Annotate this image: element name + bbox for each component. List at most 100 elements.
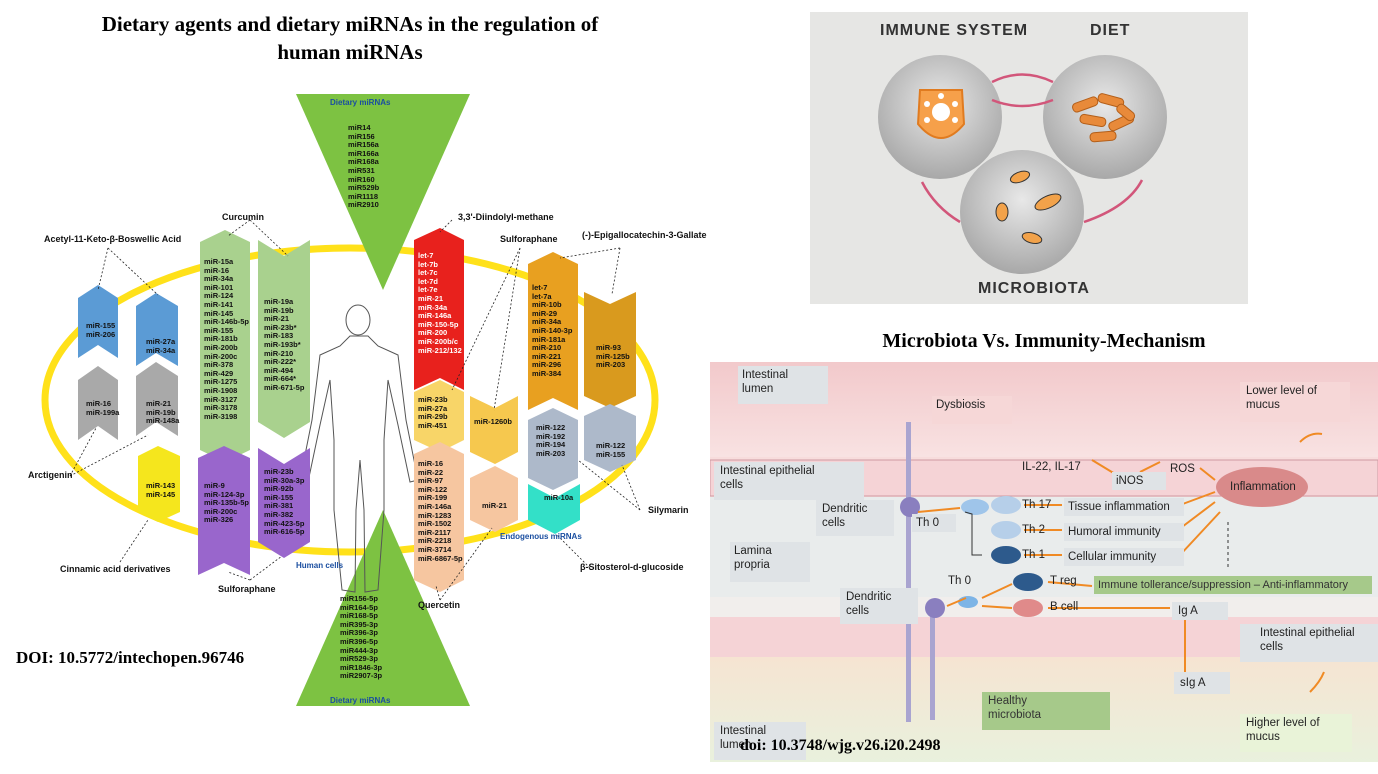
label-epithelial-top: Intestinal epithelial cells [714, 462, 864, 500]
immune-cell-icon [916, 89, 966, 139]
inflammation-cloud [1216, 467, 1308, 507]
label-il: IL-22, IL-17 [1022, 461, 1081, 473]
list-purple1: miR-9 miR-124-3p miR-135b-5p miR-200c mi… [204, 481, 250, 525]
left-title-line2: human miRNAs [277, 40, 423, 64]
blue-arrow-2 [136, 293, 178, 366]
label-intestinal-lumen-bottom: Intestinal lumen [714, 722, 806, 760]
list-blue2: miR-27a miR-34a [146, 337, 176, 355]
purple-arrow-1 [198, 446, 250, 575]
mechanism-title: Microbiota Vs. Immunity-Mechanism [882, 330, 1206, 352]
list-peach: miR-16 miR-22 miR-97 miR-122 miR-199 miR… [418, 459, 463, 563]
label-iga: Ig A [1172, 602, 1228, 620]
th0-cell-1 [961, 499, 989, 515]
list-yellow: miR-143 miR-145 [146, 481, 176, 499]
list-green2: miR-19a miR-19b miR-21 miR-23b* miR-183 … [264, 297, 305, 392]
dietary-mirnas-top-list: miR14 miR156 miR156a miR166a miR168a miR… [348, 123, 380, 210]
label-th0-1: Th 0 [912, 514, 956, 532]
dietary-mirnas-bottom-list: miR156-5p miR164-5p miR168-5p miR395-3p … [340, 594, 383, 681]
label-th1: Th 1 [1022, 549, 1046, 561]
ellipse-ring [41, 244, 659, 556]
slate-arrow-1 [528, 408, 578, 490]
agent-arctigenin: Arctigenin [28, 470, 73, 480]
label-tissue-inflammation: Tissue inflammation [1064, 498, 1184, 516]
microbe-icon [995, 170, 1062, 244]
list-yellow2: miR-1260b [474, 417, 512, 426]
immune-diet-microbiota-panel: IMMUNE SYSTEM DIET MICROBIOTA [810, 12, 1248, 304]
agent-sulforaphane-bottom: Sulforaphane [218, 584, 276, 594]
microbiota-circle [960, 150, 1084, 274]
list-blue1: miR-155 miR-206 [86, 321, 116, 339]
list-orange1: let-7 let-7a miR-10b miR-29 miR-34a miR-… [532, 283, 573, 378]
leader-lines [69, 219, 641, 601]
list-grey2: miR-21 miR-19b miR-148a [146, 399, 180, 426]
peach2-arrow [470, 466, 518, 532]
label-ros: ROS [1170, 463, 1195, 475]
label-higher-mucus: Higher level of mucus [1240, 714, 1352, 752]
label-bcell: B cell [1050, 601, 1079, 613]
label-inflammation: Inflammation [1230, 481, 1296, 493]
orange-arrow-2 [584, 292, 636, 408]
label-microbiota: MICROBIOTA [978, 280, 1090, 297]
th2-cell [991, 521, 1021, 539]
label-dendritic-2: Dendritic cells [840, 588, 918, 624]
treg-cell [1013, 573, 1043, 591]
mirna-diagram [41, 94, 659, 706]
endogenous-mirnas-label: Endogenous miRNAs [500, 532, 582, 541]
yellow-arrow [138, 446, 180, 522]
grey-arrow-1 [78, 366, 118, 440]
list-green1: miR-15a miR-16 miR-34a miR-101 miR-124 m… [204, 257, 250, 421]
purple-arrow-2 [258, 448, 310, 558]
red-arrow [414, 228, 464, 390]
human-cells-label: Human cells [296, 561, 344, 570]
slate-arrow-2 [584, 404, 636, 472]
label-epithelial-bottom: Intestinal epithelial cells [1240, 624, 1378, 662]
label-th0-2: Th 0 [948, 575, 972, 587]
label-th2: Th 2 [1022, 524, 1046, 536]
diet-circle [1043, 55, 1167, 179]
dietary-triangle-top [296, 94, 470, 290]
orange-arrow-1 [528, 252, 578, 410]
label-healthy-microbiota: Healthy microbiota [982, 692, 1110, 730]
label-treg: T reg [1050, 575, 1077, 587]
peach-arrow [414, 442, 464, 592]
list-red: let-7 let-7b let-7c let-7d let-7e miR-21… [418, 251, 462, 355]
th1-cell [991, 546, 1021, 564]
grain-icon [1072, 93, 1136, 143]
label-humoral: Humoral immunity [1064, 523, 1184, 541]
bcell-cell [1013, 599, 1043, 617]
agent-quercetin: Quercetin [418, 600, 461, 610]
list-lightyellow: miR-23b miR-27a miR-29b miR-451 [418, 395, 448, 430]
list-slate2: miR-122 miR-155 [596, 441, 626, 459]
agent-akba: Acetyl-11-Keto-β-Boswellic Acid [44, 234, 182, 244]
list-peach2: miR-21 [482, 501, 508, 510]
left-title-line1: Dietary agents and dietary miRNAs in the… [101, 12, 599, 36]
label-lower-mucus: Lower level of mucus [1240, 382, 1350, 422]
label-th17: Th 17 [1022, 499, 1052, 511]
agent-sulforaphane-top: Sulforaphane [500, 234, 558, 244]
list-orange2: miR-93 miR-125b miR-203 [596, 343, 630, 370]
dietary-mirnas-top-label: Dietary miRNAs [330, 98, 391, 107]
dendrite-stalk-2 [930, 610, 935, 720]
label-lamina-propria: Lamina propria [730, 542, 810, 582]
label-tolerance: Immune tollerance/suppression – Anti-inf… [1094, 576, 1372, 594]
blue-arrow-1 [78, 285, 118, 358]
agent-silymarin: Silymarin [648, 505, 689, 515]
cyan-arrow [528, 484, 580, 534]
lightyellow-arrow [414, 380, 464, 452]
label-siga: sIg A [1174, 672, 1230, 694]
label-inos: iNOS [1112, 472, 1166, 490]
th0-cell-2 [958, 596, 978, 608]
bracket-th [964, 511, 982, 556]
list-purple2: miR-23b miR-30a-3p miR-92b miR-155 miR-3… [264, 467, 305, 537]
label-cellular: Cellular immunity [1064, 548, 1184, 566]
green-arrow-2 [258, 240, 310, 438]
dietary-mirnas-bottom-label: Dietary miRNAs [330, 696, 391, 705]
agent-diindolyl: 3,3'-Diindolyl-methane [458, 212, 554, 222]
label-immune-system: IMMUNE SYSTEM [880, 22, 1029, 39]
dendritic-cell-1 [900, 497, 920, 517]
label-intestinal-lumen-top: Intestinal lumen [738, 366, 828, 404]
agent-curcumin: Curcumin [222, 212, 265, 222]
right-doi: doi: 10.3748/wjg.v26.i20.2498 [740, 737, 941, 754]
yellow2-arrow [470, 396, 518, 464]
green-arrow-1 [200, 230, 250, 462]
